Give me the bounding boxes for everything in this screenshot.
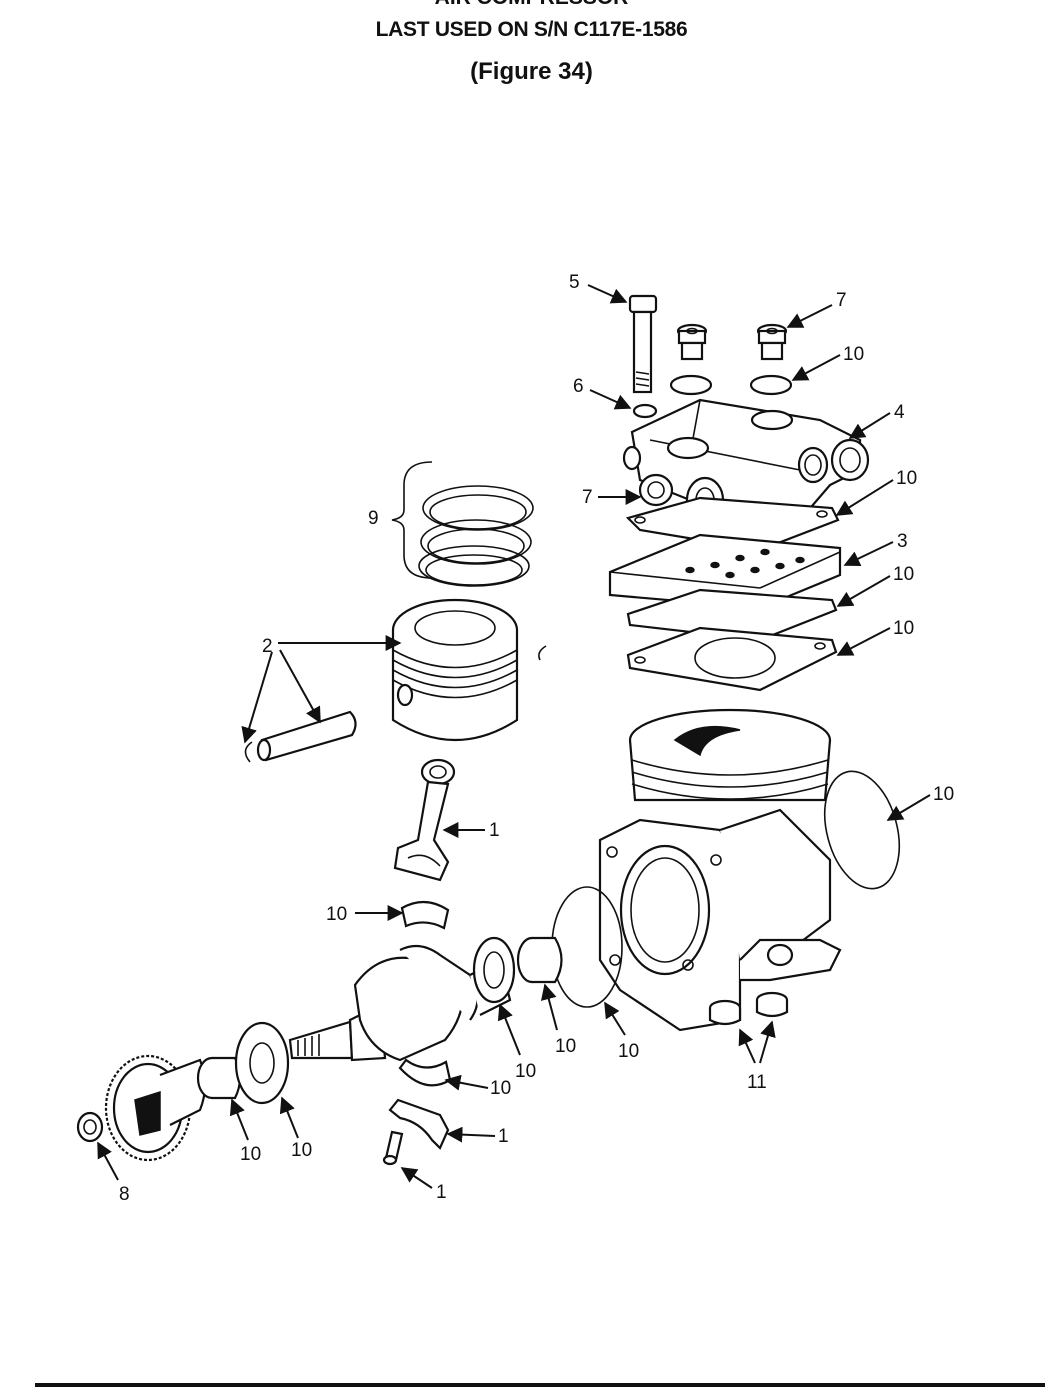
bottom-rule	[35, 1383, 1045, 1387]
callout-7-top: 7	[836, 290, 847, 311]
leader-4	[848, 412, 891, 439]
leader-10-plate-gasket-2	[836, 627, 891, 656]
head-bolt	[628, 294, 658, 394]
callout-8: 8	[119, 1184, 130, 1205]
leader-11-right	[759, 1020, 776, 1064]
leader-7-top	[786, 304, 833, 328]
leader-11-left	[738, 1028, 756, 1064]
plug-left	[676, 323, 708, 361]
piston-pin	[244, 710, 357, 763]
connecting-rod	[393, 758, 456, 882]
bolt-washer	[632, 403, 658, 419]
callout-10-head-gasket: 10	[896, 468, 917, 489]
leader-3	[843, 541, 894, 566]
callout-10-rod-bearing-top: 10	[326, 904, 347, 925]
piston-rings	[418, 485, 534, 587]
leader-10-washer	[791, 354, 841, 381]
leader-2-clip	[241, 651, 273, 744]
head-gasket	[625, 496, 840, 552]
callout-6: 6	[573, 376, 584, 397]
cap-plug-left	[708, 999, 742, 1026]
callout-10-thrust-washer: 10	[515, 1061, 536, 1082]
callout-10-gear-bearing: 10	[240, 1144, 261, 1165]
drive-gear	[104, 1054, 207, 1162]
gear-nut	[76, 1111, 104, 1143]
leader-10-cylinder-oring	[886, 794, 931, 821]
leader-5	[587, 284, 628, 304]
cylinder-o-ring	[823, 770, 901, 890]
title-line-2: LAST USED ON S/N C117E-1586	[375, 18, 688, 41]
crank-thrust-washer	[472, 936, 516, 1004]
title-line-1: AIR COMPRESSOR	[0, 0, 1063, 10]
crankshaft	[288, 944, 512, 1062]
cylinder-head	[622, 398, 870, 532]
callout-4: 4	[894, 402, 905, 423]
leader-10-thrust-washer	[497, 1003, 521, 1056]
callout-10-main-bearing: 10	[555, 1036, 576, 1057]
callout-1-rod-cap: 1	[498, 1126, 509, 1147]
leader-10-rod-bearing-bottom	[444, 1074, 489, 1091]
leader-2-pin	[279, 649, 321, 724]
callout-10-crankcase-oring: 10	[618, 1041, 639, 1062]
callout-9: 9	[368, 508, 379, 529]
callout-7-head-plug: 7	[582, 487, 593, 508]
callout-10-washer: 10	[843, 344, 864, 365]
leader-6	[589, 389, 632, 410]
leader-8	[97, 1141, 119, 1181]
washer-left	[669, 374, 713, 396]
gear-washer	[234, 1021, 290, 1105]
leader-10-main-bearing	[540, 983, 558, 1031]
gear-bearing	[196, 1056, 242, 1100]
figure-label: (Figure 34)	[470, 58, 593, 85]
main-bearing	[516, 936, 563, 984]
cap-plug-right	[755, 991, 789, 1018]
callout-10-gear-washer: 10	[291, 1140, 312, 1161]
callout-10-rod-bearing-bottom: 10	[490, 1078, 511, 1099]
leader-10-gear-washer	[279, 1096, 299, 1139]
callout-10-plate-gasket-2: 10	[893, 618, 914, 639]
valve-plate	[608, 533, 842, 610]
callout-1-bolt: 1	[436, 1182, 447, 1203]
leader-10-crankcase-oring	[604, 1001, 626, 1036]
callout-10-cylinder-oring: 10	[933, 784, 954, 805]
callout-3: 3	[897, 531, 908, 552]
rod-bearing-lower	[398, 1058, 452, 1087]
piston	[391, 598, 519, 742]
rod-bearing-upper	[400, 900, 450, 930]
callout-11: 11	[747, 1072, 767, 1093]
callout-10-plate-gasket-1: 10	[893, 564, 914, 585]
callout-1-rod: 1	[489, 820, 500, 841]
piston-pin-clip	[538, 645, 547, 661]
callout-2: 2	[262, 636, 273, 657]
rod-cap	[388, 1098, 450, 1150]
plug-right	[756, 323, 788, 361]
leader-1-bolt	[400, 1167, 433, 1189]
plate-gasket-upper	[626, 588, 838, 642]
callout-5: 5	[569, 272, 580, 293]
crankcase	[598, 708, 842, 1032]
rod-cap-bolt	[382, 1130, 404, 1166]
plate-gasket-lower	[626, 626, 838, 692]
head-plug	[638, 473, 674, 507]
leader-10-gear-bearing	[229, 1098, 249, 1141]
washer-right	[749, 374, 793, 396]
leader-10-head-gasket	[835, 479, 894, 516]
leader-1-rod-cap	[446, 1126, 496, 1143]
leader-10-plate-gasket-1	[836, 575, 891, 607]
